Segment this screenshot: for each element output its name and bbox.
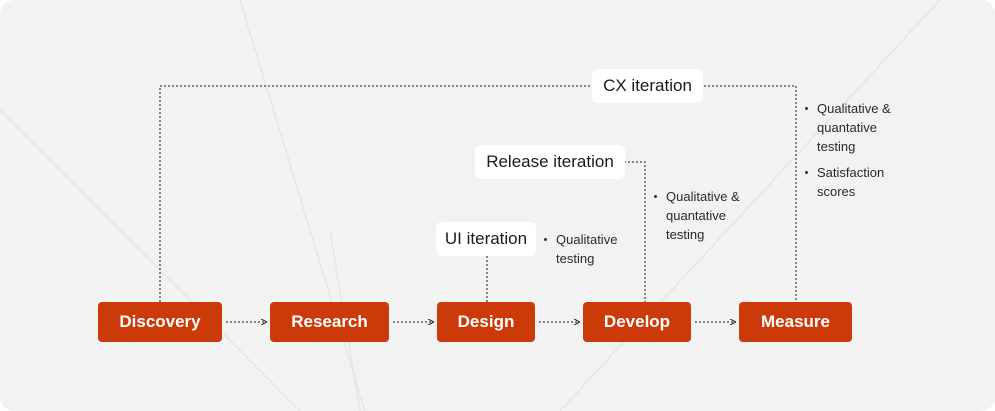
cx-note-item: Satisfaction scores <box>804 163 909 201</box>
ui-notes: Qualitative testing <box>543 230 633 275</box>
release-iteration-label: Release iteration <box>475 145 625 179</box>
stage-discovery: Discovery <box>98 302 222 342</box>
ui-note-item: Qualitative testing <box>543 230 633 268</box>
release-loop-line <box>620 161 646 302</box>
release-note-item: Qualitative & quantative testing <box>653 187 758 244</box>
stage-research: Research <box>270 302 389 342</box>
cx-notes: Qualitative & quantative testing Satisfa… <box>804 99 909 208</box>
stage-measure: Measure <box>739 302 852 342</box>
cx-note-item: Qualitative & quantative testing <box>804 99 909 156</box>
stage-design: Design <box>437 302 535 342</box>
cx-iteration-label: CX iteration <box>592 69 703 103</box>
iteration-loops <box>159 85 797 302</box>
stage-develop: Develop <box>583 302 691 342</box>
background-decor <box>0 0 941 411</box>
ui-iteration-label: UI iteration <box>436 222 536 256</box>
release-notes: Qualitative & quantative testing <box>653 187 758 251</box>
cx-loop-line <box>159 85 797 302</box>
